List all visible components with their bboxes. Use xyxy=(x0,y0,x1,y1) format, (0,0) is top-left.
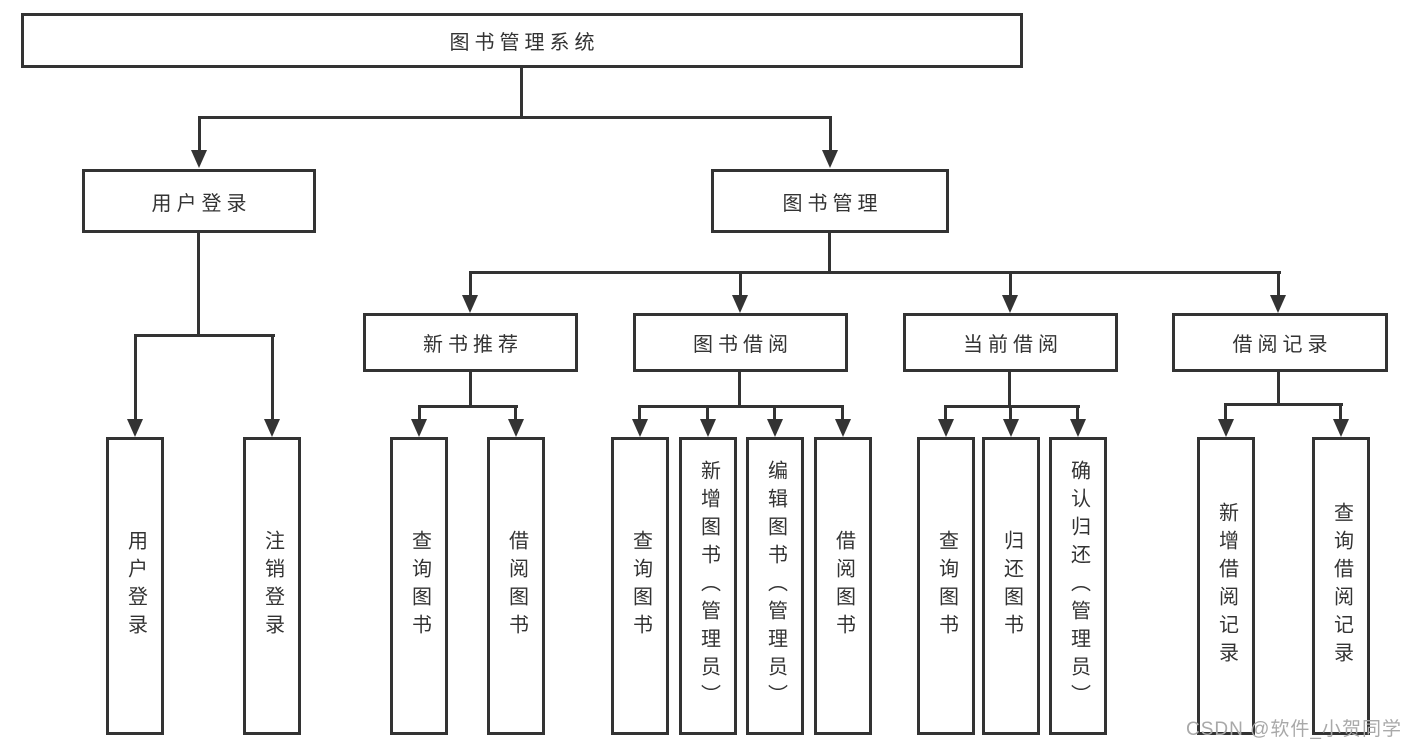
connector-line xyxy=(773,405,776,423)
node-borrow-records-label: 借阅记录 xyxy=(1232,334,1333,356)
connector-line xyxy=(198,116,201,154)
connector-line xyxy=(828,233,831,274)
arrowhead-down-icon xyxy=(1270,295,1286,313)
arrowhead-down-icon xyxy=(127,419,143,437)
connector-line xyxy=(1277,271,1280,297)
arrowhead-down-icon xyxy=(700,419,716,437)
arrowhead-down-icon xyxy=(822,150,838,168)
node-book-management: 图书管理 xyxy=(711,169,949,233)
leaf-confirm-return-admin: 确认归还（管理员） xyxy=(1049,437,1107,735)
node-book-management-label: 图书管理 xyxy=(782,192,883,215)
arrowhead-down-icon xyxy=(462,295,478,313)
connector-line xyxy=(271,334,274,422)
connector-line xyxy=(1076,405,1079,423)
arrowhead-down-icon xyxy=(1070,419,1086,437)
connector-line xyxy=(514,405,517,423)
leaf-query-borrow-record-label: 查询借阅记录 xyxy=(1330,502,1353,670)
connector-line xyxy=(418,405,518,408)
connector-line xyxy=(706,405,709,423)
leaf-query-borrow-record: 查询借阅记录 xyxy=(1312,437,1370,735)
connector-line xyxy=(1009,405,1012,423)
connector-line xyxy=(1339,403,1342,421)
node-user-login-label: 用户登录 xyxy=(151,192,252,215)
connector-line xyxy=(197,233,200,337)
connector-line xyxy=(198,116,832,119)
arrowhead-down-icon xyxy=(732,295,748,313)
connector-line xyxy=(134,334,137,422)
connector-line xyxy=(1009,271,1012,297)
leaf-query-book-1: 查询图书 xyxy=(390,437,448,735)
arrowhead-down-icon xyxy=(1333,419,1349,437)
node-book-borrow-label: 图书借阅 xyxy=(693,334,793,356)
arrowhead-down-icon xyxy=(767,419,783,437)
leaf-query-book-1-label: 查询图书 xyxy=(408,530,431,642)
node-new-book-recommend-label: 新书推荐 xyxy=(423,334,523,356)
connector-line xyxy=(829,116,832,154)
connector-line xyxy=(738,372,741,408)
leaf-borrow-book-1-label: 借阅图书 xyxy=(505,530,528,642)
connector-line xyxy=(944,405,1080,408)
leaf-logout-label: 注销登录 xyxy=(261,530,284,642)
connector-line xyxy=(944,405,947,423)
connector-line xyxy=(1277,372,1280,406)
leaf-add-book-admin: 新增图书（管理员） xyxy=(679,437,737,735)
leaf-user-login-label: 用户登录 xyxy=(124,530,147,642)
leaf-user-login: 用户登录 xyxy=(106,437,164,735)
arrowhead-down-icon xyxy=(411,419,427,437)
arrowhead-down-icon xyxy=(191,150,207,168)
node-borrow-records: 借阅记录 xyxy=(1172,313,1388,372)
connector-line xyxy=(469,271,1281,274)
arrowhead-down-icon xyxy=(1002,295,1018,313)
node-user-login: 用户登录 xyxy=(82,169,316,233)
leaf-add-borrow-record: 新增借阅记录 xyxy=(1197,437,1255,735)
leaf-query-book-3-label: 查询图书 xyxy=(935,530,958,642)
connector-line xyxy=(418,405,421,423)
connector-line xyxy=(469,271,472,297)
csdn-watermark: CSDN @软件_小贺同学 xyxy=(1186,719,1402,740)
leaf-edit-book-admin-label: 编辑图书（管理员） xyxy=(764,460,787,712)
arrowhead-down-icon xyxy=(1003,419,1019,437)
leaf-add-borrow-record-label: 新增借阅记录 xyxy=(1215,502,1238,670)
arrowhead-down-icon xyxy=(508,419,524,437)
leaf-edit-book-admin: 编辑图书（管理员） xyxy=(746,437,804,735)
arrowhead-down-icon xyxy=(938,419,954,437)
leaf-borrow-book-2: 借阅图书 xyxy=(814,437,872,735)
leaf-query-book-3: 查询图书 xyxy=(917,437,975,735)
node-root: 图书管理系统 xyxy=(21,13,1023,68)
connector-line xyxy=(1008,372,1011,408)
arrowhead-down-icon xyxy=(264,419,280,437)
connector-line xyxy=(469,372,472,408)
leaf-query-book-2-label: 查询图书 xyxy=(629,530,652,642)
leaf-add-book-admin-label: 新增图书（管理员） xyxy=(697,460,720,712)
connector-line xyxy=(638,405,844,408)
node-current-borrow: 当前借阅 xyxy=(903,313,1118,372)
arrowhead-down-icon xyxy=(1218,419,1234,437)
connector-line xyxy=(520,68,523,119)
connector-line xyxy=(1224,403,1227,421)
connector-line xyxy=(638,405,641,423)
node-current-borrow-label: 当前借阅 xyxy=(963,334,1063,356)
arrowhead-down-icon xyxy=(632,419,648,437)
leaf-query-book-2: 查询图书 xyxy=(611,437,669,735)
arrowhead-down-icon xyxy=(835,419,851,437)
connector-line xyxy=(841,405,844,423)
node-new-book-recommend: 新书推荐 xyxy=(363,313,578,372)
node-root-label: 图书管理系统 xyxy=(449,32,600,54)
connector-line xyxy=(739,271,742,297)
leaf-borrow-book-2-label: 借阅图书 xyxy=(832,530,855,642)
leaf-logout: 注销登录 xyxy=(243,437,301,735)
connector-line xyxy=(1224,403,1343,406)
leaf-return-book: 归还图书 xyxy=(982,437,1040,735)
leaf-return-book-label: 归还图书 xyxy=(1000,530,1023,642)
leaf-borrow-book-1: 借阅图书 xyxy=(487,437,545,735)
node-book-borrow: 图书借阅 xyxy=(633,313,848,372)
connector-line xyxy=(134,334,275,337)
leaf-confirm-return-admin-label: 确认归还（管理员） xyxy=(1067,460,1090,712)
